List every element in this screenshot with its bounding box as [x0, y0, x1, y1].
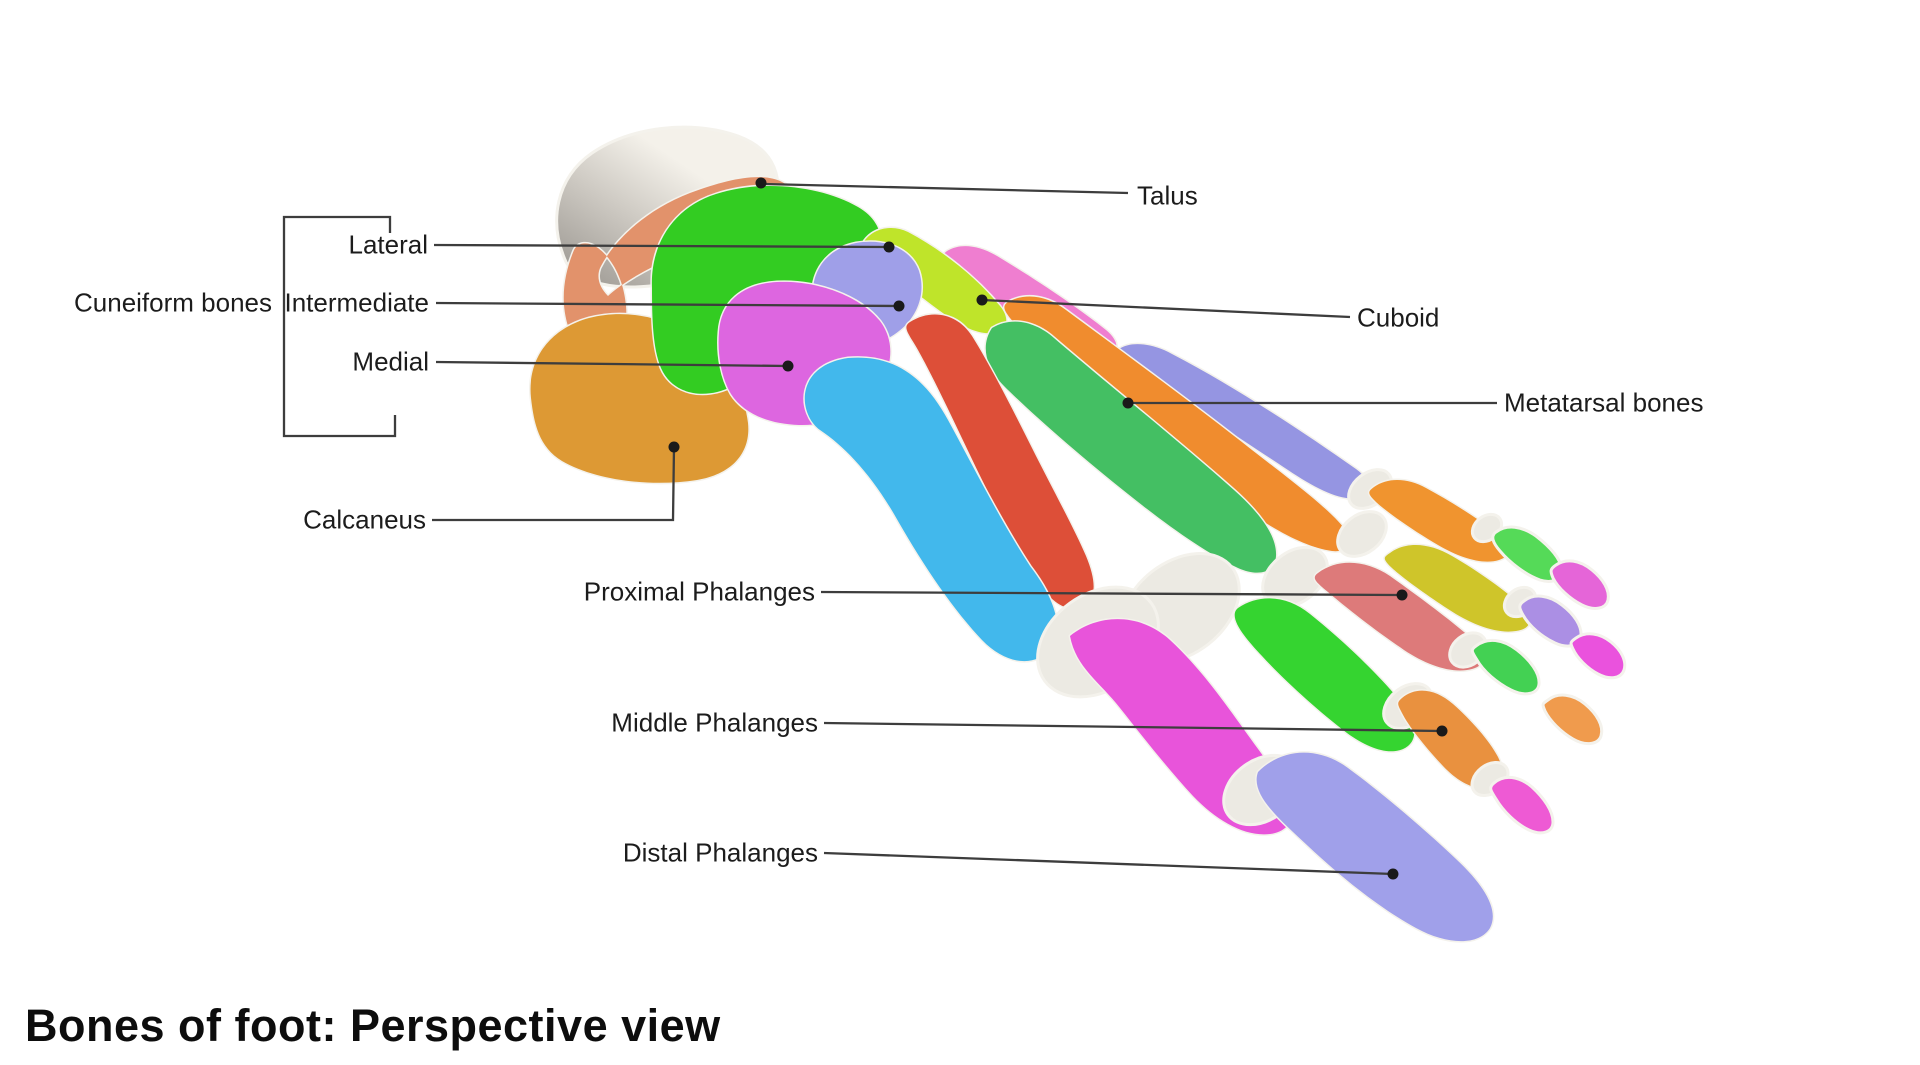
leader-dot: [668, 441, 680, 453]
leader-line-cuboid: [981, 298, 1351, 319]
label-medial-cuneiform: Medial: [352, 346, 429, 377]
label-calcaneus: Calcaneus: [303, 504, 426, 535]
label-distal-phalanges: Distal Phalanges: [622, 837, 818, 868]
leader-dot: [755, 177, 767, 189]
toe3-distal-phalanx-bone: [1541, 693, 1604, 745]
toe2-distal-phalanx-bone: [1489, 775, 1555, 835]
leader-line-intermediate: [435, 301, 900, 308]
leader-dot: [782, 360, 794, 372]
hallux-distal-shading: [1255, 751, 1495, 943]
leader-line-lateral: [433, 243, 890, 249]
leader-line-calcaneus: [432, 446, 676, 522]
leader-dot: [976, 294, 988, 306]
label-cuboid: Cuboid: [1357, 302, 1440, 333]
leader-line-medial: [435, 360, 789, 368]
label-proximal-phalanges: Proximal Phalanges: [583, 576, 815, 607]
joint-cartilage: [1336, 510, 1388, 558]
label-lateral-cuneiform: Lateral: [348, 229, 429, 260]
leader-line-distal: [823, 851, 1394, 876]
leader-line-talus: [764, 182, 1129, 195]
leader-line-middle: [823, 721, 1443, 733]
label-intermediate-cuneiform: Intermediate: [284, 287, 429, 318]
leader-line-proximal: [820, 590, 1403, 597]
cuneiform-bracket: [282, 215, 397, 438]
leader-dot: [1436, 725, 1448, 737]
leader-dot: [883, 241, 895, 253]
leader-dots: [668, 177, 1448, 880]
leader-dot: [893, 300, 905, 312]
toe4-middle-phalanx-bone: [1518, 594, 1583, 648]
label-metatarsal-bones: Metatarsal bones: [1504, 387, 1704, 418]
label-middle-phalanges: Middle Phalanges: [611, 707, 818, 738]
label-talus: Talus: [1137, 180, 1198, 211]
leader-lines: [282, 182, 1497, 876]
toe4-distal-phalanx-bone: [1569, 632, 1627, 680]
label-cuneiform-bones: Cuneiform bones: [74, 287, 272, 318]
leader-dot: [1387, 868, 1399, 880]
toe5-distal-phalanx-bone: [1549, 559, 1610, 610]
leader-dot: [1122, 397, 1134, 409]
figure-title: Bones of foot: Perspective view: [25, 1000, 721, 1051]
toe3-middle-phalanx-bone: [1470, 638, 1541, 696]
leader-dot: [1396, 589, 1408, 601]
